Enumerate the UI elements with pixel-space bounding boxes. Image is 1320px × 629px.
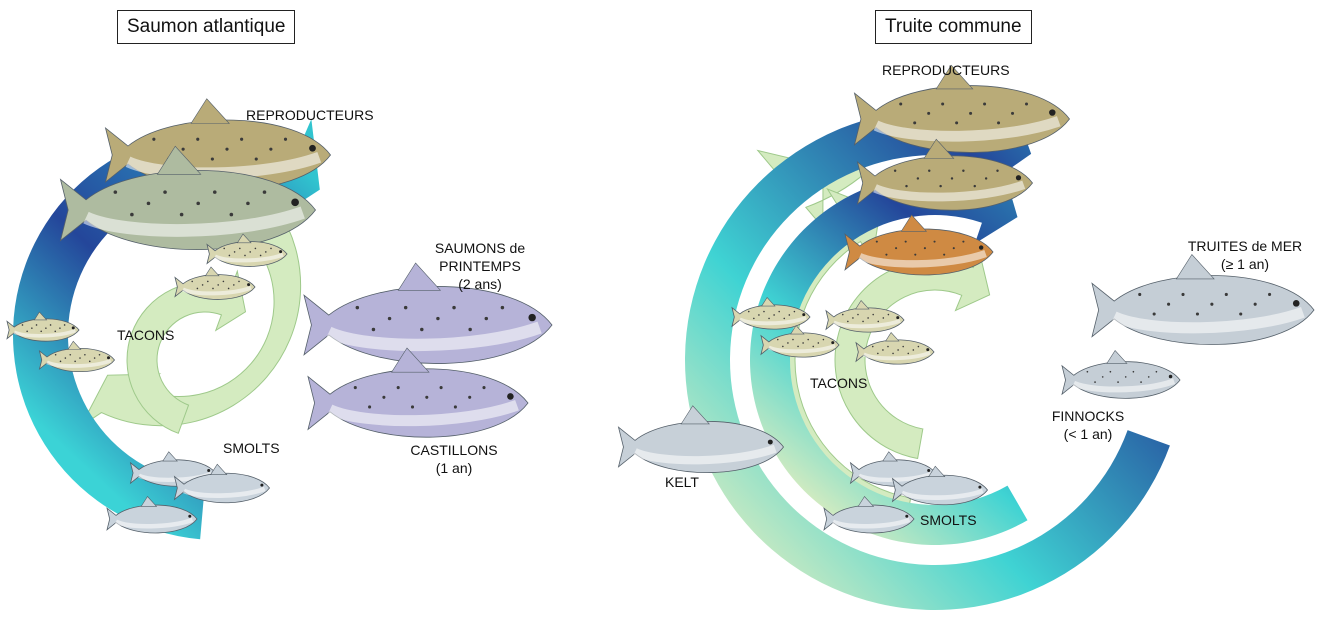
label-saumons-printemps-line2: PRINTEMPS — [424, 257, 536, 275]
label-castillons: CASTILLONS (1 an) — [398, 441, 510, 477]
label-castillons-line1: CASTILLONS — [398, 441, 510, 459]
fish-tacon-truite-3 — [826, 301, 904, 333]
label-tacons-truite: TACONS — [810, 374, 867, 392]
label-finnocks-line1: FINNOCKS — [1040, 407, 1136, 425]
label-reproducteurs-saumon: REPRODUCTEURS — [246, 106, 374, 124]
fish-finnock — [1062, 351, 1180, 399]
label-finnocks-line2: (< 1 an) — [1040, 425, 1136, 443]
title-saumon-atlantique: Saumon atlantique — [117, 10, 295, 44]
fish-castillon — [308, 348, 528, 437]
label-smolts-saumon: SMOLTS — [223, 439, 280, 457]
label-truites-mer-line1: TRUITES de MER — [1183, 237, 1307, 255]
label-kelt: KELT — [665, 473, 699, 491]
label-saumons-printemps-line3: (2 ans) — [424, 275, 536, 293]
label-smolts-truite: SMOLTS — [920, 511, 977, 529]
label-truites-mer: TRUITES de MER (≥ 1 an) — [1183, 237, 1307, 273]
label-reproducteurs-truite: REPRODUCTEURS — [882, 61, 1010, 79]
title-truite-commune: Truite commune — [875, 10, 1032, 44]
label-saumons-printemps: SAUMONS de PRINTEMPS (2 ans) — [424, 239, 536, 293]
label-castillons-line2: (1 an) — [398, 459, 510, 477]
label-truites-mer-line2: (≥ 1 an) — [1183, 255, 1307, 273]
label-finnocks: FINNOCKS (< 1 an) — [1040, 407, 1136, 443]
label-tacons-saumon: TACONS — [117, 326, 174, 344]
label-saumons-printemps-line1: SAUMONS de — [424, 239, 536, 257]
